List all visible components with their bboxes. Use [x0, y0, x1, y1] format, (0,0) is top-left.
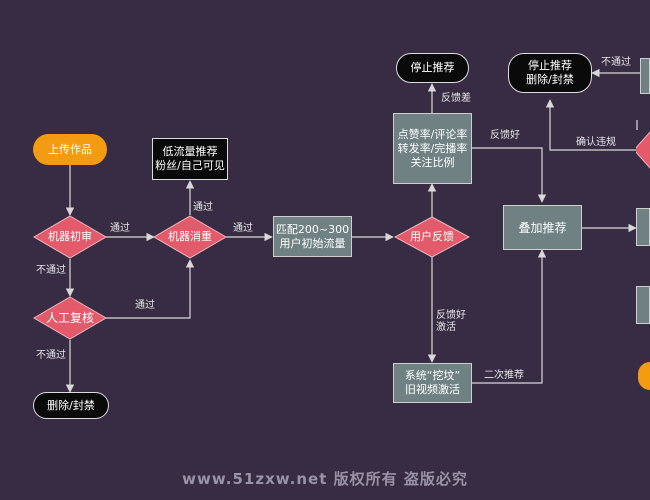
start-upload: 上传作品	[33, 134, 107, 165]
decision-dedupe-shape	[153, 215, 227, 259]
decision-machine-review: 机器初审	[48, 230, 92, 243]
box-match-users: 匹配200~300 用户初始流量	[273, 216, 352, 257]
end-stop-delete-ban: 停止推荐 删除/封禁	[508, 53, 592, 93]
label-confirm-violation: 确认违规	[576, 137, 616, 148]
label-feedback-good: 反馈好	[490, 130, 520, 141]
watermark: www.51zxw.net 版权所有 盗版必究	[182, 470, 468, 488]
box-low-traffic: 低流量推荐 粉丝/自己可见	[152, 138, 228, 180]
label-pass-manual: 通过	[135, 300, 155, 311]
decision-manual-review-shape	[33, 296, 107, 340]
decision-manual-review: 人工复核	[45, 311, 94, 325]
end-delete-ban-left: 删除/封禁	[33, 392, 109, 419]
end-stop-recommend-top: 停止推荐	[396, 53, 469, 83]
edge-confirm-to-stopdelete	[545, 99, 650, 151]
edge-dig-to-boost	[472, 249, 547, 384]
label-pass-dedupe-up: 通过	[193, 202, 213, 213]
partial-pill-right-bottom	[638, 362, 650, 390]
label-fail-right: 不通过	[601, 57, 631, 68]
label-second-recommend: 二次推荐	[484, 370, 524, 381]
label-pass-review: 通过	[110, 223, 130, 234]
label-fail-review: 不通过	[36, 265, 66, 276]
decision-machine-dedupe: 机器消重	[168, 230, 212, 243]
decision-machine-review-shape	[33, 215, 107, 259]
decision-user-feedback-shape	[394, 216, 470, 258]
box-dig-old-videos: 系统“挖坟” 旧视频激活	[393, 363, 472, 403]
partial-box-right-middle	[636, 208, 650, 246]
label-feedback-good-activate: 反馈好 激活	[436, 310, 466, 333]
box-metrics: 点赞率/评论率 转发率/完播率 关注比例	[393, 113, 472, 184]
box-boost-recommend: 叠加推荐	[503, 205, 582, 250]
decision-right-partial-shape	[636, 131, 650, 169]
edge-metrics-to-boost	[472, 147, 547, 203]
label-pass-dedupe-right: 通过	[233, 223, 253, 234]
partial-box-right-top	[640, 58, 650, 94]
label-feedback-bad: 反馈差	[441, 93, 471, 104]
edge-manual-to-dedupe	[105, 259, 195, 319]
partial-box-right-lower	[636, 286, 650, 324]
decision-user-feedback: 用户反馈	[410, 230, 454, 243]
label-fail-manual: 不通过	[36, 350, 66, 361]
